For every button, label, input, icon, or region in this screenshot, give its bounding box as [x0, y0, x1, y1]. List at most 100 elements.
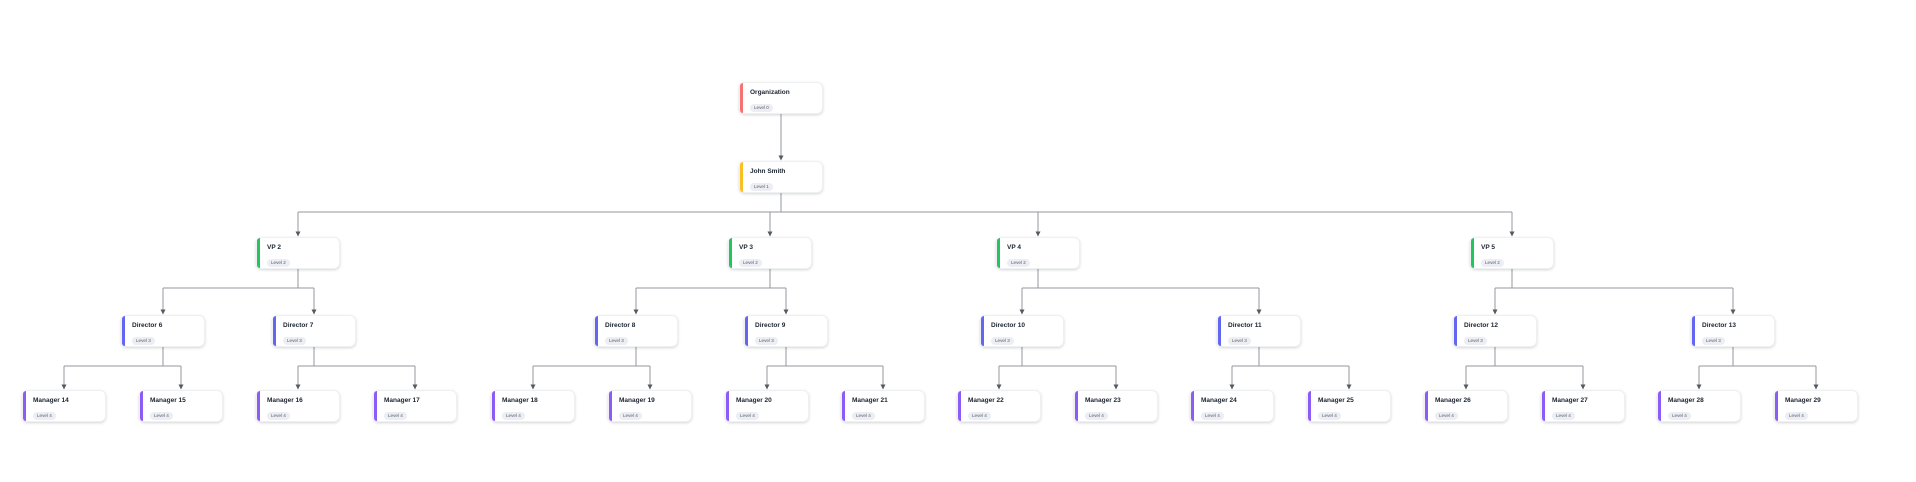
level-accent-bar [981, 316, 984, 346]
level-accent-bar [374, 391, 377, 421]
level-accent-bar [726, 391, 729, 421]
org-node[interactable]: Manager 27 Level 4 [1541, 390, 1625, 422]
org-node[interactable]: Manager 14 Level 4 [22, 390, 106, 422]
org-node[interactable]: VP 3 Level 2 [728, 237, 812, 269]
node-title: VP 3 [739, 244, 753, 251]
level-badge: Level 4 [1318, 411, 1341, 420]
node-title: Director 6 [132, 322, 163, 329]
org-node[interactable]: VP 5 Level 2 [1470, 237, 1554, 269]
node-title: Director 12 [1464, 322, 1498, 329]
org-node[interactable]: Director 13 Level 3 [1691, 315, 1775, 347]
level-badge: Level 4 [384, 411, 407, 420]
level-accent-bar [257, 238, 260, 268]
level-badge: Level 3 [605, 336, 628, 345]
org-node[interactable]: Manager 20 Level 4 [725, 390, 809, 422]
org-node[interactable]: VP 4 Level 2 [996, 237, 1080, 269]
level-badge: Level 1 [750, 182, 773, 191]
org-node[interactable]: Manager 18 Level 4 [491, 390, 575, 422]
org-node[interactable]: Manager 19 Level 4 [608, 390, 692, 422]
node-title: Manager 25 [1318, 397, 1354, 404]
level-badge: Level 3 [1464, 336, 1487, 345]
node-title: Manager 15 [150, 397, 186, 404]
level-accent-bar [595, 316, 598, 346]
node-title: Director 13 [1702, 322, 1736, 329]
level-badge: Level 3 [1228, 336, 1251, 345]
level-accent-bar [958, 391, 961, 421]
level-badge: Level 2 [1007, 258, 1030, 267]
level-accent-bar [740, 162, 743, 192]
level-accent-bar [1542, 391, 1545, 421]
level-badge: Level 3 [283, 336, 306, 345]
level-badge: Level 4 [852, 411, 875, 420]
level-accent-bar [1075, 391, 1078, 421]
level-accent-bar [273, 316, 276, 346]
level-accent-bar [997, 238, 1000, 268]
node-title: Manager 26 [1435, 397, 1471, 404]
level-badge: Level 4 [33, 411, 56, 420]
org-node[interactable]: Manager 17 Level 4 [373, 390, 457, 422]
level-badge: Level 2 [1481, 258, 1504, 267]
level-accent-bar [1308, 391, 1311, 421]
level-badge: Level 4 [1085, 411, 1108, 420]
node-title: Director 8 [605, 322, 636, 329]
level-accent-bar [729, 238, 732, 268]
org-node[interactable]: Director 8 Level 3 [594, 315, 678, 347]
org-node[interactable]: Manager 29 Level 4 [1774, 390, 1858, 422]
level-accent-bar [1471, 238, 1474, 268]
org-node[interactable]: Director 12 Level 3 [1453, 315, 1537, 347]
org-node[interactable]: Manager 23 Level 4 [1074, 390, 1158, 422]
level-badge: Level 4 [267, 411, 290, 420]
level-badge: Level 4 [150, 411, 173, 420]
level-badge: Level 4 [1785, 411, 1808, 420]
level-accent-bar [257, 391, 260, 421]
node-title: Manager 20 [736, 397, 772, 404]
org-node[interactable]: Manager 25 Level 4 [1307, 390, 1391, 422]
level-accent-bar [1692, 316, 1695, 346]
node-title: Manager 21 [852, 397, 888, 404]
node-title: Manager 16 [267, 397, 303, 404]
node-title: VP 2 [267, 244, 281, 251]
node-title: Manager 27 [1552, 397, 1588, 404]
node-title: Director 9 [755, 322, 786, 329]
org-node[interactable]: Manager 28 Level 4 [1657, 390, 1741, 422]
level-badge: Level 3 [132, 336, 155, 345]
level-accent-bar [842, 391, 845, 421]
org-node[interactable]: Organization Level 0 [739, 82, 823, 114]
org-node[interactable]: Manager 15 Level 4 [139, 390, 223, 422]
org-node[interactable]: Manager 26 Level 4 [1424, 390, 1508, 422]
level-badge: Level 3 [991, 336, 1014, 345]
org-node[interactable]: Director 6 Level 3 [121, 315, 205, 347]
org-node[interactable]: Director 9 Level 3 [744, 315, 828, 347]
level-accent-bar [609, 391, 612, 421]
level-badge: Level 4 [502, 411, 525, 420]
node-title: Director 7 [283, 322, 314, 329]
level-accent-bar [1658, 391, 1661, 421]
org-node[interactable]: Manager 16 Level 4 [256, 390, 340, 422]
org-node[interactable]: Director 7 Level 3 [272, 315, 356, 347]
node-title: Manager 29 [1785, 397, 1821, 404]
org-node[interactable]: Director 11 Level 3 [1217, 315, 1301, 347]
level-accent-bar [122, 316, 125, 346]
node-title: Manager 18 [502, 397, 538, 404]
org-node[interactable]: Manager 21 Level 4 [841, 390, 925, 422]
level-badge: Level 4 [1435, 411, 1458, 420]
org-node[interactable]: Director 10 Level 3 [980, 315, 1064, 347]
level-accent-bar [1775, 391, 1778, 421]
org-node[interactable]: John Smith Level 1 [739, 161, 823, 193]
level-badge: Level 0 [750, 103, 773, 112]
node-title: Manager 28 [1668, 397, 1704, 404]
node-title: VP 4 [1007, 244, 1021, 251]
node-title: Manager 24 [1201, 397, 1237, 404]
level-accent-bar [492, 391, 495, 421]
level-badge: Level 4 [1552, 411, 1575, 420]
node-title: Manager 14 [33, 397, 69, 404]
org-node[interactable]: VP 2 Level 2 [256, 237, 340, 269]
level-badge: Level 2 [267, 258, 290, 267]
node-title: Director 10 [991, 322, 1025, 329]
org-node[interactable]: Manager 24 Level 4 [1190, 390, 1274, 422]
node-title: Organization [750, 89, 790, 96]
org-node[interactable]: Manager 22 Level 4 [957, 390, 1041, 422]
level-accent-bar [745, 316, 748, 346]
level-badge: Level 2 [739, 258, 762, 267]
